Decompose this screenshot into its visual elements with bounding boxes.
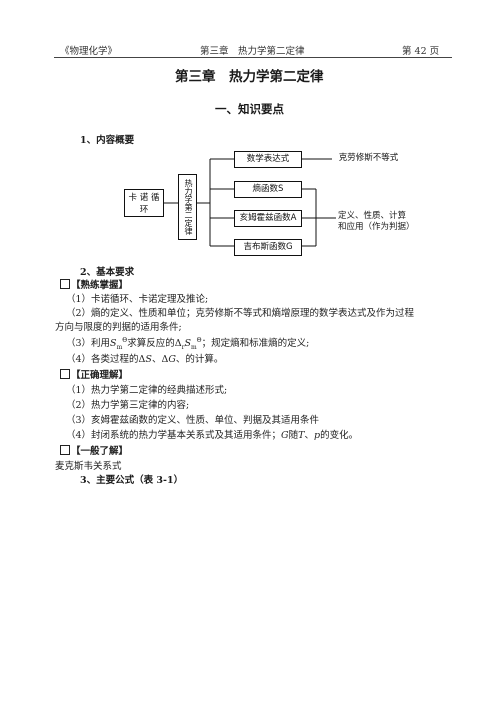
clausius-inequality-label: 克劳修斯不等式 xyxy=(332,151,405,166)
header-chapter: 第三章 热力学第二定律 xyxy=(200,46,305,57)
checkbox-icon xyxy=(60,279,70,289)
master-heading: 【熟练掌握】 xyxy=(60,277,128,291)
definition-label-line1: 定义、性质、计算 xyxy=(338,211,407,221)
understand-item-1: （1）热力学第二定律的经典描述形式; xyxy=(66,385,228,396)
chapter-title: 第三章 热力学第二定律 xyxy=(175,69,324,85)
understand-item-3: （3）亥姆霍兹函数的定义、性质、单位、判据及其适用条件 xyxy=(66,415,320,426)
master-item-4: （4）各类过程的ΔS、ΔG、的计算。 xyxy=(66,354,224,365)
checkbox-icon xyxy=(60,445,70,455)
master-item-2: （2）熵的定义、性质和单位；克劳修斯不等式和熵增原理的数学表达式及作为过程 xyxy=(66,308,415,319)
second-law-box: 热力学第二定律 xyxy=(178,174,197,240)
section-heading: 一、知识要点 xyxy=(215,102,284,116)
header-rule xyxy=(54,57,452,58)
understand-heading: 【正确理解】 xyxy=(60,367,128,381)
box-helmholtz: 亥姆霍兹函数A xyxy=(234,210,302,227)
master-item-1: （1）卡诺循环、卡诺定理及推论; xyxy=(66,294,209,305)
definition-label-line2: 和应用（作为判据） xyxy=(338,222,415,232)
understand-item-4: （4）封闭系统的热力学基本关系式及其适用条件；G随T、p的变化。 xyxy=(66,430,359,441)
box-math-expression: 数学表达式 xyxy=(234,151,302,168)
understand-item-2: （2）热力学第三定律的内容; xyxy=(66,400,190,411)
header-page: 第 42 页 xyxy=(402,46,440,57)
master-item-3: （3）利用SmΘ求算反应的ΔrSmΘ；规定熵和标准熵的定义; xyxy=(66,336,310,351)
box-entropy: 熵函数S xyxy=(234,181,302,198)
carnot-cycle-box: 卡 诺 循环 xyxy=(124,189,164,217)
header-book: 《物理化学》 xyxy=(60,46,118,57)
checkbox-icon xyxy=(60,369,70,379)
master-item-2-cont: 方向与限度的判据的适用条件; xyxy=(55,322,182,333)
subheading-overview: 1、内容概要 xyxy=(80,135,135,146)
subheading-requirements: 2、基本要求 xyxy=(80,267,135,278)
box-gibbs: 吉布斯函数G xyxy=(234,239,302,256)
general-heading: 【一般了解】 xyxy=(60,443,128,457)
general-item: 麦克斯韦关系式 xyxy=(55,461,122,472)
subheading-formulas: 3、主要公式（表 3-1） xyxy=(80,475,184,486)
